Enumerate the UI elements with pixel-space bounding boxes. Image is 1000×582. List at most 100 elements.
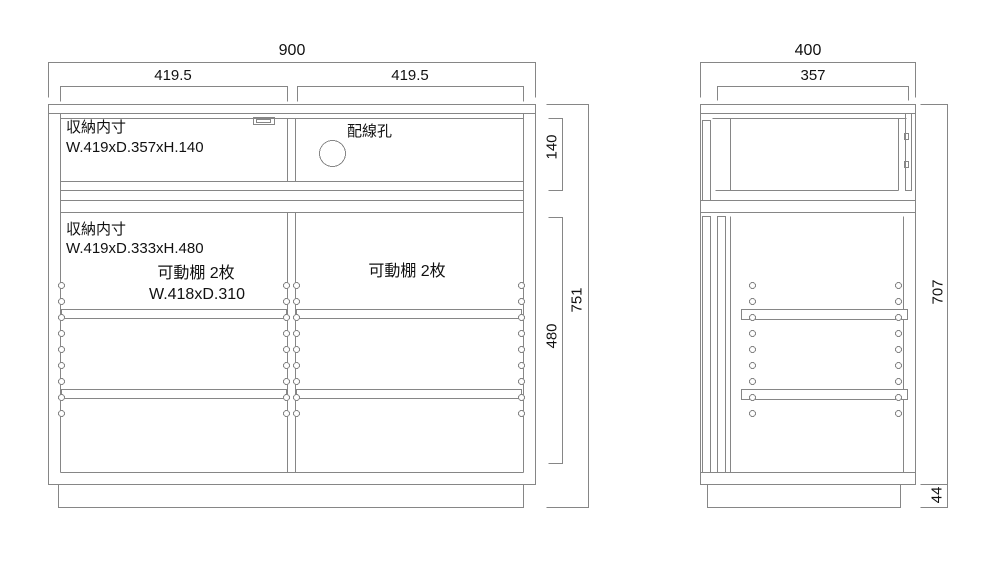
shelf-pin-hole xyxy=(293,282,300,289)
dim-label-357: 357 xyxy=(800,67,826,84)
shelf-pin-hole xyxy=(293,378,300,385)
shelf-pin-hole xyxy=(293,362,300,369)
shelf-pin-hole xyxy=(58,410,65,417)
shelf-pin-hole xyxy=(283,314,290,321)
front-view-outline xyxy=(48,104,536,508)
hinge-mark xyxy=(904,133,909,140)
shelf-pin-hole xyxy=(58,378,65,385)
side-movable-shelves xyxy=(741,309,908,400)
left-shelf-size: W.418xD.310 xyxy=(148,286,246,303)
dim-bracket-357 xyxy=(717,86,909,101)
side-dimension-lines xyxy=(700,62,948,508)
lower-storage-size: W.419xD.333xH.480 xyxy=(66,240,204,257)
shelf-pin-hole xyxy=(293,330,300,337)
shelf-pin-hole xyxy=(58,362,65,369)
shelf-board xyxy=(61,389,287,399)
shelf-pin-hole xyxy=(749,378,756,385)
shelf-pin-hole xyxy=(58,314,65,321)
shelf-board-side xyxy=(741,309,908,320)
shelf-pin-hole xyxy=(283,410,290,417)
front-movable-shelves xyxy=(61,309,522,399)
shelf-pin-hole xyxy=(749,346,756,353)
shelf-pin-hole xyxy=(895,346,902,353)
shelf-pin-hole xyxy=(749,282,756,289)
dim-bracket-419-right xyxy=(297,86,524,102)
shelf-pin-hole xyxy=(895,282,902,289)
shelf-pin-hole xyxy=(749,298,756,305)
dim-label-44: 44 xyxy=(928,486,946,504)
dim-bracket-44 xyxy=(920,484,948,508)
shelf-pin-hole xyxy=(895,394,902,401)
shelf-pin-hole xyxy=(283,378,290,385)
side-back-rail-upper xyxy=(702,120,711,201)
front-base-plinth xyxy=(58,484,524,508)
dim-bracket-751 xyxy=(546,104,589,508)
shelf-pin-hole xyxy=(293,410,300,417)
side-shelf-pin-holes xyxy=(749,282,902,417)
shelf-pin-hole xyxy=(518,314,525,321)
shelf-board xyxy=(296,309,522,319)
dim-label-900: 900 xyxy=(278,42,306,59)
left-shelf-label: 可動棚 2枚 xyxy=(157,265,235,282)
dim-bracket-900 xyxy=(48,62,536,98)
right-shelf-label: 可動棚 2枚 xyxy=(368,263,446,280)
shelf-pin-hole xyxy=(895,410,902,417)
shelf-pin-hole xyxy=(283,362,290,369)
shelf-pin-hole xyxy=(58,346,65,353)
shelf-pin-hole xyxy=(58,282,65,289)
dim-bracket-707 xyxy=(920,104,948,485)
shelf-pin-hole xyxy=(293,346,300,353)
shelf-pin-hole xyxy=(749,330,756,337)
dim-bracket-140 xyxy=(548,118,563,191)
shelf-pin-hole xyxy=(293,298,300,305)
dim-bracket-419-left xyxy=(60,86,288,102)
shelf-pin-hole xyxy=(749,314,756,321)
shelf-pin-hole xyxy=(749,410,756,417)
shelf-pin-hole xyxy=(283,346,290,353)
shelf-pin-hole xyxy=(895,298,902,305)
shelf-pin-hole xyxy=(58,298,65,305)
front-cabinet-body xyxy=(48,104,536,485)
side-back-rail-lower xyxy=(717,216,726,473)
front-dimension-lines xyxy=(48,62,589,508)
shelf-pin-hole xyxy=(283,330,290,337)
shelf-pin-hole xyxy=(518,410,525,417)
shelf-pin-hole xyxy=(283,394,290,401)
shelf-pin-hole xyxy=(58,330,65,337)
shelf-pin-hole xyxy=(293,314,300,321)
shelf-pin-hole xyxy=(518,298,525,305)
side-back-panel xyxy=(702,216,711,473)
shelf-pin-hole xyxy=(518,282,525,289)
side-base-plinth xyxy=(707,484,901,508)
upper-storage-size: W.419xD.357xH.140 xyxy=(66,139,204,156)
shelf-pin-hole xyxy=(283,282,290,289)
dim-bracket-480 xyxy=(548,217,563,464)
shelf-pin-hole xyxy=(518,378,525,385)
shelf-board-side xyxy=(741,389,908,400)
dim-label-419-right: 419.5 xyxy=(391,67,429,84)
side-cabinet-body xyxy=(700,104,916,485)
shelf-pin-hole xyxy=(58,394,65,401)
shelf-pin-hole xyxy=(895,330,902,337)
shelf-board xyxy=(61,309,287,319)
shelf-pin-hole xyxy=(895,378,902,385)
dim-label-480: 480 xyxy=(543,323,561,349)
shelf-pin-hole xyxy=(293,394,300,401)
shelf-pin-hole xyxy=(895,314,902,321)
dim-label-707: 707 xyxy=(929,279,947,305)
dim-label-400: 400 xyxy=(794,42,822,59)
latch-plate-inner xyxy=(256,119,271,123)
side-view-outline xyxy=(700,104,916,508)
shelf-pin-hole xyxy=(283,298,290,305)
side-front-frame xyxy=(905,113,912,191)
dim-bracket-400 xyxy=(700,62,916,98)
dim-label-140: 140 xyxy=(543,134,561,160)
shelf-pin-hole xyxy=(895,362,902,369)
shelf-board xyxy=(296,389,522,399)
wiring-hole-label: 配線孔 xyxy=(347,123,393,140)
latch-plate xyxy=(253,117,275,125)
shelf-pin-hole xyxy=(518,330,525,337)
dim-label-751: 751 xyxy=(568,287,586,313)
upper-storage-title: 収納内寸 xyxy=(66,119,127,136)
shelf-pin-hole xyxy=(749,394,756,401)
